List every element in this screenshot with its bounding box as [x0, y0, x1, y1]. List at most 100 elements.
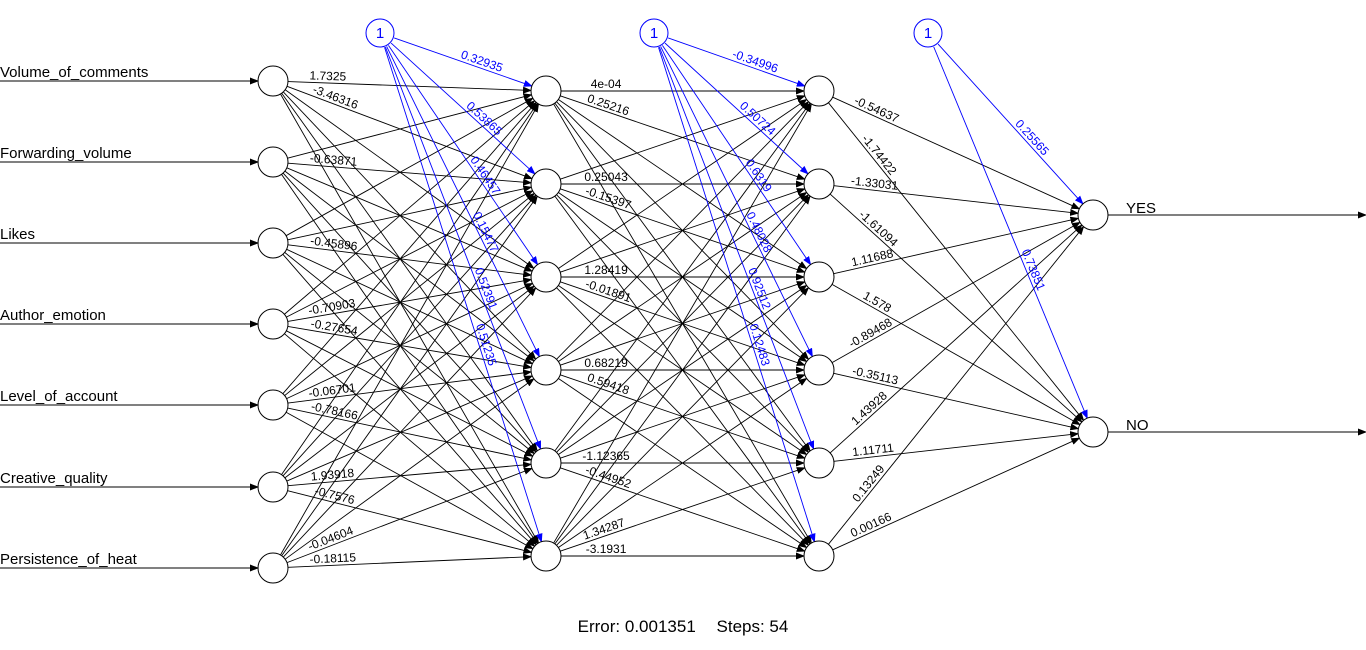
weight-edge-l1 [280, 103, 540, 556]
weight-edge-l1 [287, 490, 533, 554]
weight-edge-l3 [832, 96, 1081, 210]
steps-value: Steps: 54 [716, 617, 789, 636]
hidden1-node [530, 354, 562, 386]
weight-edge-l1 [287, 407, 533, 462]
bias-edge-l1 [384, 46, 542, 450]
error-value: Error: 0.001351 [577, 617, 696, 636]
weight-edge-l3 [833, 372, 1080, 431]
bias-edge-l1 [394, 37, 533, 87]
weight-edge-l2 [554, 102, 811, 452]
weight-edge-l1 [286, 167, 534, 272]
neuron-nodes: 1 1 1 [257, 18, 1109, 584]
bias-weight-label: 0.25565 [1012, 117, 1052, 159]
weight-label: -0.89468 [846, 315, 894, 351]
weight-label: 1.7325 [309, 68, 347, 83]
weight-edge-l1 [284, 333, 536, 547]
input-node [257, 308, 289, 340]
weight-label: -3.46316 [311, 82, 361, 112]
input-label: Creative_quality [0, 470, 108, 487]
weight-edge-l1 [282, 172, 537, 453]
input-node [257, 552, 289, 584]
weight-label: -0.06701 [308, 380, 357, 400]
weight-label: 0.25043 [584, 170, 628, 184]
weight-edge-l1 [282, 287, 537, 558]
weight-label: -1.33031 [850, 174, 899, 193]
weight-edge-l2 [558, 377, 808, 548]
weight-edge-l2 [556, 287, 810, 546]
weight-edge-l3 [832, 437, 1081, 551]
weight-edge-l1 [281, 195, 538, 557]
bias-edge-l2 [658, 47, 816, 543]
weight-edge-l1 [286, 248, 534, 365]
bias-weight-label: 0.73851 [1019, 247, 1049, 293]
bias-weight-label: 0.53865 [464, 99, 506, 139]
bias-edge-l3 [933, 46, 1088, 420]
hidden1-node [530, 447, 562, 479]
weight-edge-l3 [833, 216, 1080, 275]
weight-edge-l1 [285, 97, 534, 237]
weight-label: -0.01891 [584, 277, 634, 306]
weight-label: 0.59418 [586, 370, 632, 397]
weight-edge-l1 [287, 81, 533, 94]
weight-edge-l2 [554, 195, 811, 545]
hidden2-node [803, 75, 835, 107]
weight-edge-l1 [287, 369, 533, 404]
weight-label: -0.45896 [310, 234, 359, 254]
weight-label: 1.93918 [310, 466, 355, 484]
weight-label: 0.68219 [584, 356, 628, 370]
bias-edge-l2 [658, 46, 815, 450]
hidden2-node [803, 540, 835, 572]
weight-edge-l1 [281, 102, 539, 475]
input-node [257, 389, 289, 421]
weight-edge-l1 [282, 91, 537, 360]
bias-node-label: 1 [924, 25, 932, 42]
weight-edge-l1 [284, 285, 535, 479]
bias-weight-label: 0.12483 [746, 322, 773, 368]
input-label: Persistence_of_heat [0, 551, 138, 568]
bias-node-label: 1 [650, 25, 658, 42]
weight-edge-l1 [284, 378, 535, 560]
weight-edge-l1 [287, 244, 533, 278]
weight-edge-l1 [287, 162, 533, 186]
bias-edge-l1 [386, 46, 540, 358]
weight-label: 1.28419 [584, 263, 628, 277]
weight-edge-l2 [556, 101, 810, 360]
weight-edge-l1 [286, 190, 534, 318]
weight-label: -0.44952 [584, 463, 634, 492]
bias-node [365, 18, 395, 48]
input-output-labels: Volume_of_commentsForwarding_volumeLikes… [0, 64, 1366, 572]
weight-label: 0.13249 [849, 462, 887, 505]
weight-label: 0.00166 [848, 509, 894, 540]
weight-label: -1.74422 [859, 132, 900, 178]
weight-label: 1.34287 [581, 515, 627, 542]
bias-node-label: 1 [376, 25, 384, 42]
weight-label: -0.7576 [313, 484, 356, 508]
bias-edge-l1 [388, 45, 539, 266]
weight-label: 1.11688 [850, 246, 895, 269]
hidden2-node [803, 168, 835, 200]
bias-node [639, 18, 669, 48]
weight-label: -1.12365 [582, 449, 630, 463]
bias-weight-label: -0.34996 [731, 47, 781, 76]
weight-edge-l3 [828, 102, 1085, 422]
bias-edge-l2 [664, 42, 809, 175]
hidden1-node [530, 540, 562, 572]
input-label: Volume_of_comments [0, 64, 148, 81]
weight-label: 4e-04 [591, 77, 622, 91]
weight-edge-l3 [828, 225, 1085, 545]
input-label: Level_of_account [0, 388, 118, 405]
hidden1-node [530, 261, 562, 293]
weight-edge-l2 [560, 95, 806, 180]
input-label: Likes [0, 226, 35, 243]
weight-edge-l3 [831, 221, 1081, 364]
input-label: Forwarding_volume [0, 145, 132, 162]
bias-edge-l1 [384, 47, 543, 543]
bias-edge-l3 [937, 43, 1084, 205]
weight-label: -0.04604 [306, 523, 356, 553]
weight-edge-l1 [287, 553, 533, 568]
bias-weight-label: 0.6319 [743, 156, 775, 195]
output-node [1077, 199, 1109, 231]
weight-label: 0.25216 [586, 91, 632, 118]
bias-weight-label: 0.32935 [459, 47, 505, 75]
